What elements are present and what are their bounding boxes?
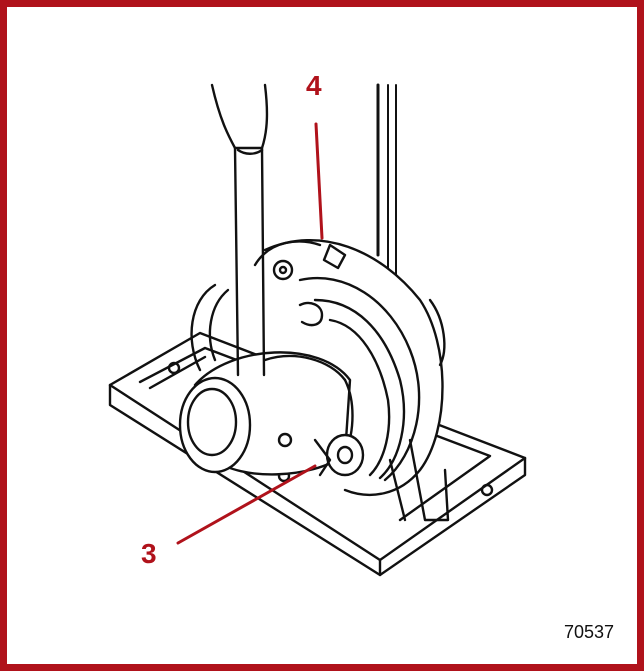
callout-3-leader	[176, 464, 317, 545]
detent-screw	[313, 433, 365, 477]
hub-cylinder	[178, 351, 354, 476]
callout-label-4: 4	[306, 70, 322, 101]
figure-number: 70537	[563, 622, 614, 642]
front-arm	[388, 438, 450, 522]
left-support-arm	[190, 283, 230, 372]
callout-4-leader	[314, 122, 324, 240]
shift-quadrant	[253, 239, 446, 497]
callout-label-3: 3	[141, 538, 157, 569]
rear-rail	[376, 83, 397, 291]
control-handle	[210, 83, 269, 377]
